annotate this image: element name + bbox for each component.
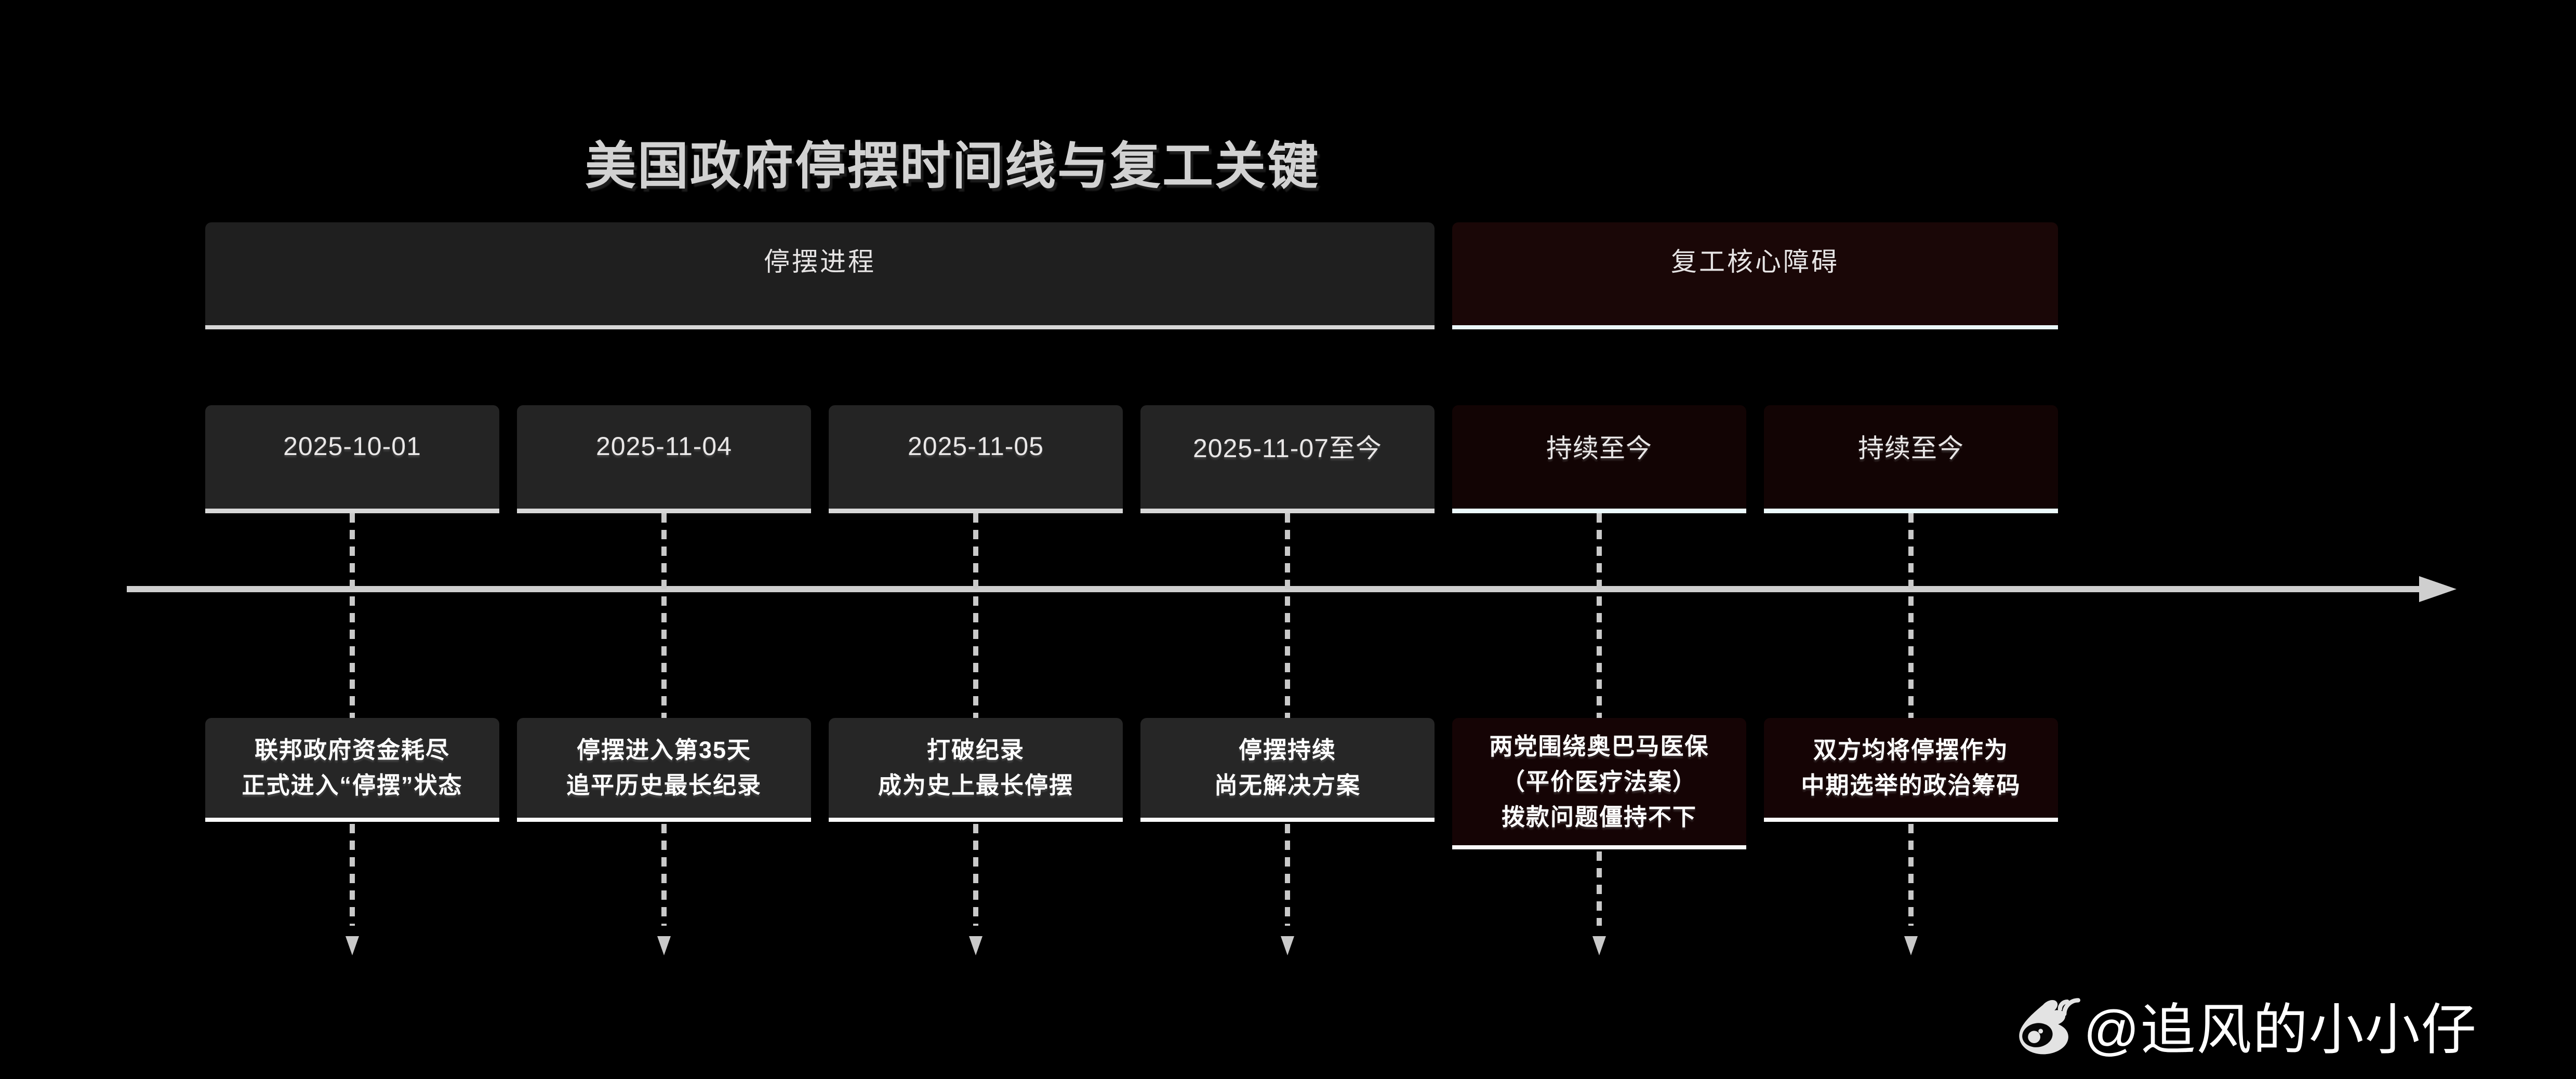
- dashed-connector: [350, 513, 355, 718]
- event-description-box: 联邦政府资金耗尽 正式进入“停摆”状态: [205, 718, 499, 822]
- event-description-box: 停摆持续 尚无解决方案: [1140, 718, 1435, 822]
- watermark: @追风的小小仔: [2008, 985, 2477, 1065]
- event-description-box: 打破纪录 成为史上最长停摆: [829, 718, 1123, 822]
- dashed-connector: [1285, 513, 1290, 718]
- date-box: 持续至今: [1452, 405, 1746, 513]
- dashed-connector: [1285, 824, 1290, 926]
- event-description-box: 两党围绕奥巴马医保 （平价医疗法案） 拨款问题僵持不下: [1452, 718, 1746, 849]
- date-box: 2025-10-01: [205, 405, 499, 513]
- event-date: 2025-11-04: [595, 431, 733, 461]
- timeline-column-6: 持续至今 双方均将停摆作为 中期选举的政治筹码: [1764, 405, 2058, 956]
- event-description-line: 停摆进入第35天: [576, 737, 752, 763]
- event-description-line: 双方均将停摆作为: [1813, 737, 2009, 763]
- event-description-line: 尚无解决方案: [1214, 772, 1361, 798]
- dashed-connector: [1908, 824, 1914, 926]
- event-description-line: （平价医疗法案）: [1501, 768, 1697, 795]
- section-header-shutdown-label: 停摆进程: [764, 247, 876, 276]
- dashed-connector: [661, 513, 667, 718]
- down-arrowhead-icon: [657, 936, 671, 955]
- down-arrowhead-icon: [1904, 936, 1918, 955]
- timeline-column-1: 2025-10-01 联邦政府资金耗尽 正式进入“停摆”状态: [205, 405, 499, 956]
- event-description-line: 联邦政府资金耗尽: [254, 737, 450, 763]
- date-box: 2025-11-05: [829, 405, 1123, 513]
- dashed-connector: [1908, 513, 1914, 718]
- down-arrowhead-icon: [969, 936, 982, 955]
- event-date: 持续至今: [1546, 433, 1652, 463]
- event-description-box: 停摆进入第35天 追平历史最长纪录: [517, 718, 811, 822]
- timeline-column-5: 持续至今 两党围绕奥巴马医保 （平价医疗法案） 拨款问题僵持不下: [1452, 405, 1746, 956]
- section-header-obstacles-label: 复工核心障碍: [1671, 247, 1839, 276]
- event-date: 2025-11-05: [907, 431, 1044, 461]
- dashed-connector: [661, 824, 667, 926]
- dashed-connector: [973, 824, 978, 926]
- event-date: 持续至今: [1858, 433, 1964, 463]
- section-header-shutdown: 停摆进程: [205, 222, 1435, 329]
- weibo-icon: [2008, 987, 2080, 1063]
- section-header-obstacles: 复工核心障碍: [1452, 222, 2058, 329]
- watermark-text: @追风的小小仔: [2083, 1000, 2477, 1061]
- event-description-line: 中期选举的政治筹码: [1801, 772, 2021, 798]
- event-description-line: 追平历史最长纪录: [566, 772, 762, 798]
- dashed-connector: [973, 513, 978, 718]
- event-description-line: 拨款问题僵持不下: [1501, 803, 1697, 830]
- page-title: 美国政府停摆时间线与复工关键: [585, 137, 1320, 194]
- event-date: 2025-10-01: [283, 431, 421, 461]
- date-box: 持续至今: [1764, 405, 2058, 513]
- down-arrowhead-icon: [346, 936, 359, 955]
- event-description-line: 正式进入“停摆”状态: [242, 772, 463, 798]
- event-description-line: 停摆持续: [1238, 737, 1336, 763]
- event-date: 2025-11-07至今: [1192, 433, 1383, 463]
- event-description-box: 双方均将停摆作为 中期选举的政治筹码: [1764, 718, 2058, 822]
- date-box: 2025-11-04: [517, 405, 811, 513]
- dashed-connector: [350, 824, 355, 926]
- timeline-axis-arrowhead-icon: [2419, 576, 2457, 602]
- event-description-line: 成为史上最长停摆: [878, 772, 1073, 798]
- timeline-column-4: 2025-11-07至今 停摆持续 尚无解决方案: [1140, 405, 1435, 956]
- timeline-axis-line: [127, 586, 2419, 592]
- down-arrowhead-icon: [1592, 936, 1606, 955]
- event-description-line: 打破纪录: [926, 737, 1025, 763]
- dashed-connector: [1597, 851, 1602, 926]
- dashed-connector: [1597, 513, 1602, 718]
- timeline-column-2: 2025-11-04 停摆进入第35天 追平历史最长纪录: [517, 405, 811, 956]
- date-box: 2025-11-07至今: [1140, 405, 1435, 513]
- timeline-column-3: 2025-11-05 打破纪录 成为史上最长停摆: [829, 405, 1123, 956]
- down-arrowhead-icon: [1281, 936, 1294, 955]
- event-description-line: 两党围绕奥巴马医保: [1489, 732, 1709, 760]
